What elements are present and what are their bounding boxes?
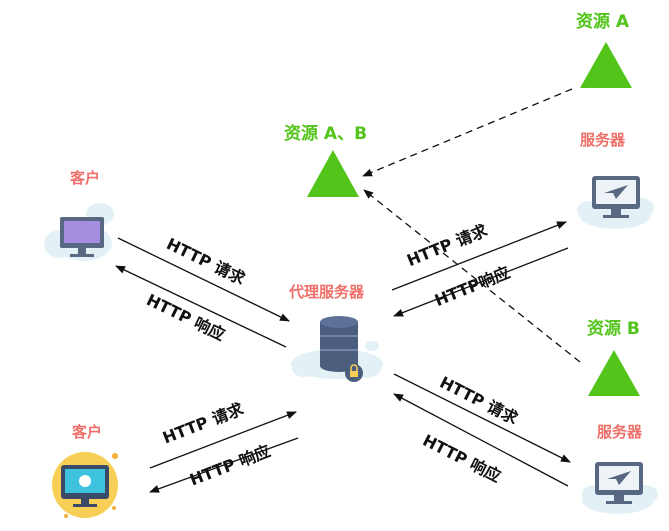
proxy-label: 代理服务器 — [289, 283, 365, 301]
server-top-monitor-icon — [577, 176, 654, 229]
server-bottom-monitor-icon — [582, 462, 658, 514]
arrow-client-top-request — [117, 237, 290, 322]
arrow-client-top-response — [115, 265, 287, 348]
resource-a-label: 资源 A — [576, 12, 630, 32]
client-bottom-label: 客户 — [72, 423, 103, 441]
arrow-client-bottom-response — [149, 437, 299, 493]
resource-a-triangle — [580, 42, 632, 88]
server-top-label: 服务器 — [580, 131, 626, 149]
arrow-proxy-server-bottom-response — [393, 393, 569, 487]
resource-ab-triangle — [307, 150, 359, 197]
resource-b-triangle — [588, 350, 640, 396]
fetch-arrow-resource-b — [363, 189, 581, 363]
client-top-computer-icon — [44, 203, 114, 261]
resource-b-label: 资源 B — [587, 319, 640, 339]
resource-ab-label: 资源 A、B — [284, 124, 368, 144]
client-top-label: 客户 — [70, 169, 101, 187]
arrow-proxy-server-top-response — [393, 247, 569, 317]
server-bottom-label: 服务器 — [597, 423, 643, 441]
client-bottom-computer-icon — [52, 452, 118, 518]
arrow-proxy-server-top-request — [391, 221, 567, 291]
fetch-arrow-resource-a — [362, 88, 573, 177]
arrow-client-bottom-request — [149, 411, 297, 469]
arrow-proxy-server-bottom-request — [393, 373, 571, 463]
proxy-server-icon — [291, 316, 383, 382]
